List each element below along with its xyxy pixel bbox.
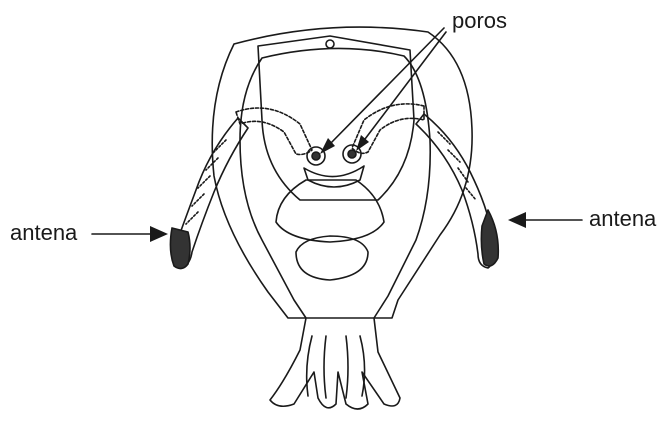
label-poros: poros [452, 10, 507, 32]
right-pore-inner [348, 150, 356, 158]
mandible-center-left [324, 336, 326, 398]
left-antenna-tip [170, 228, 190, 269]
clypeus [276, 180, 384, 242]
label-antena-right: antena [589, 208, 656, 230]
antena-right-arrow-head [508, 212, 526, 228]
frontal-plate-outline [258, 36, 414, 200]
top-pore-circle [326, 40, 334, 48]
mouthparts-outline [270, 318, 400, 409]
pore-bridge [304, 166, 364, 187]
right-antenna-tip [481, 210, 498, 266]
label-antena-left: antena [10, 222, 77, 244]
mandible-right [360, 336, 365, 396]
mandible-left [307, 336, 312, 396]
antena-left-arrow-head [150, 226, 168, 242]
left-pore-inner [312, 152, 320, 160]
head-capsule-outline [212, 27, 472, 318]
mandible-center-right [346, 336, 348, 398]
left-antenna-base-band [236, 108, 312, 155]
